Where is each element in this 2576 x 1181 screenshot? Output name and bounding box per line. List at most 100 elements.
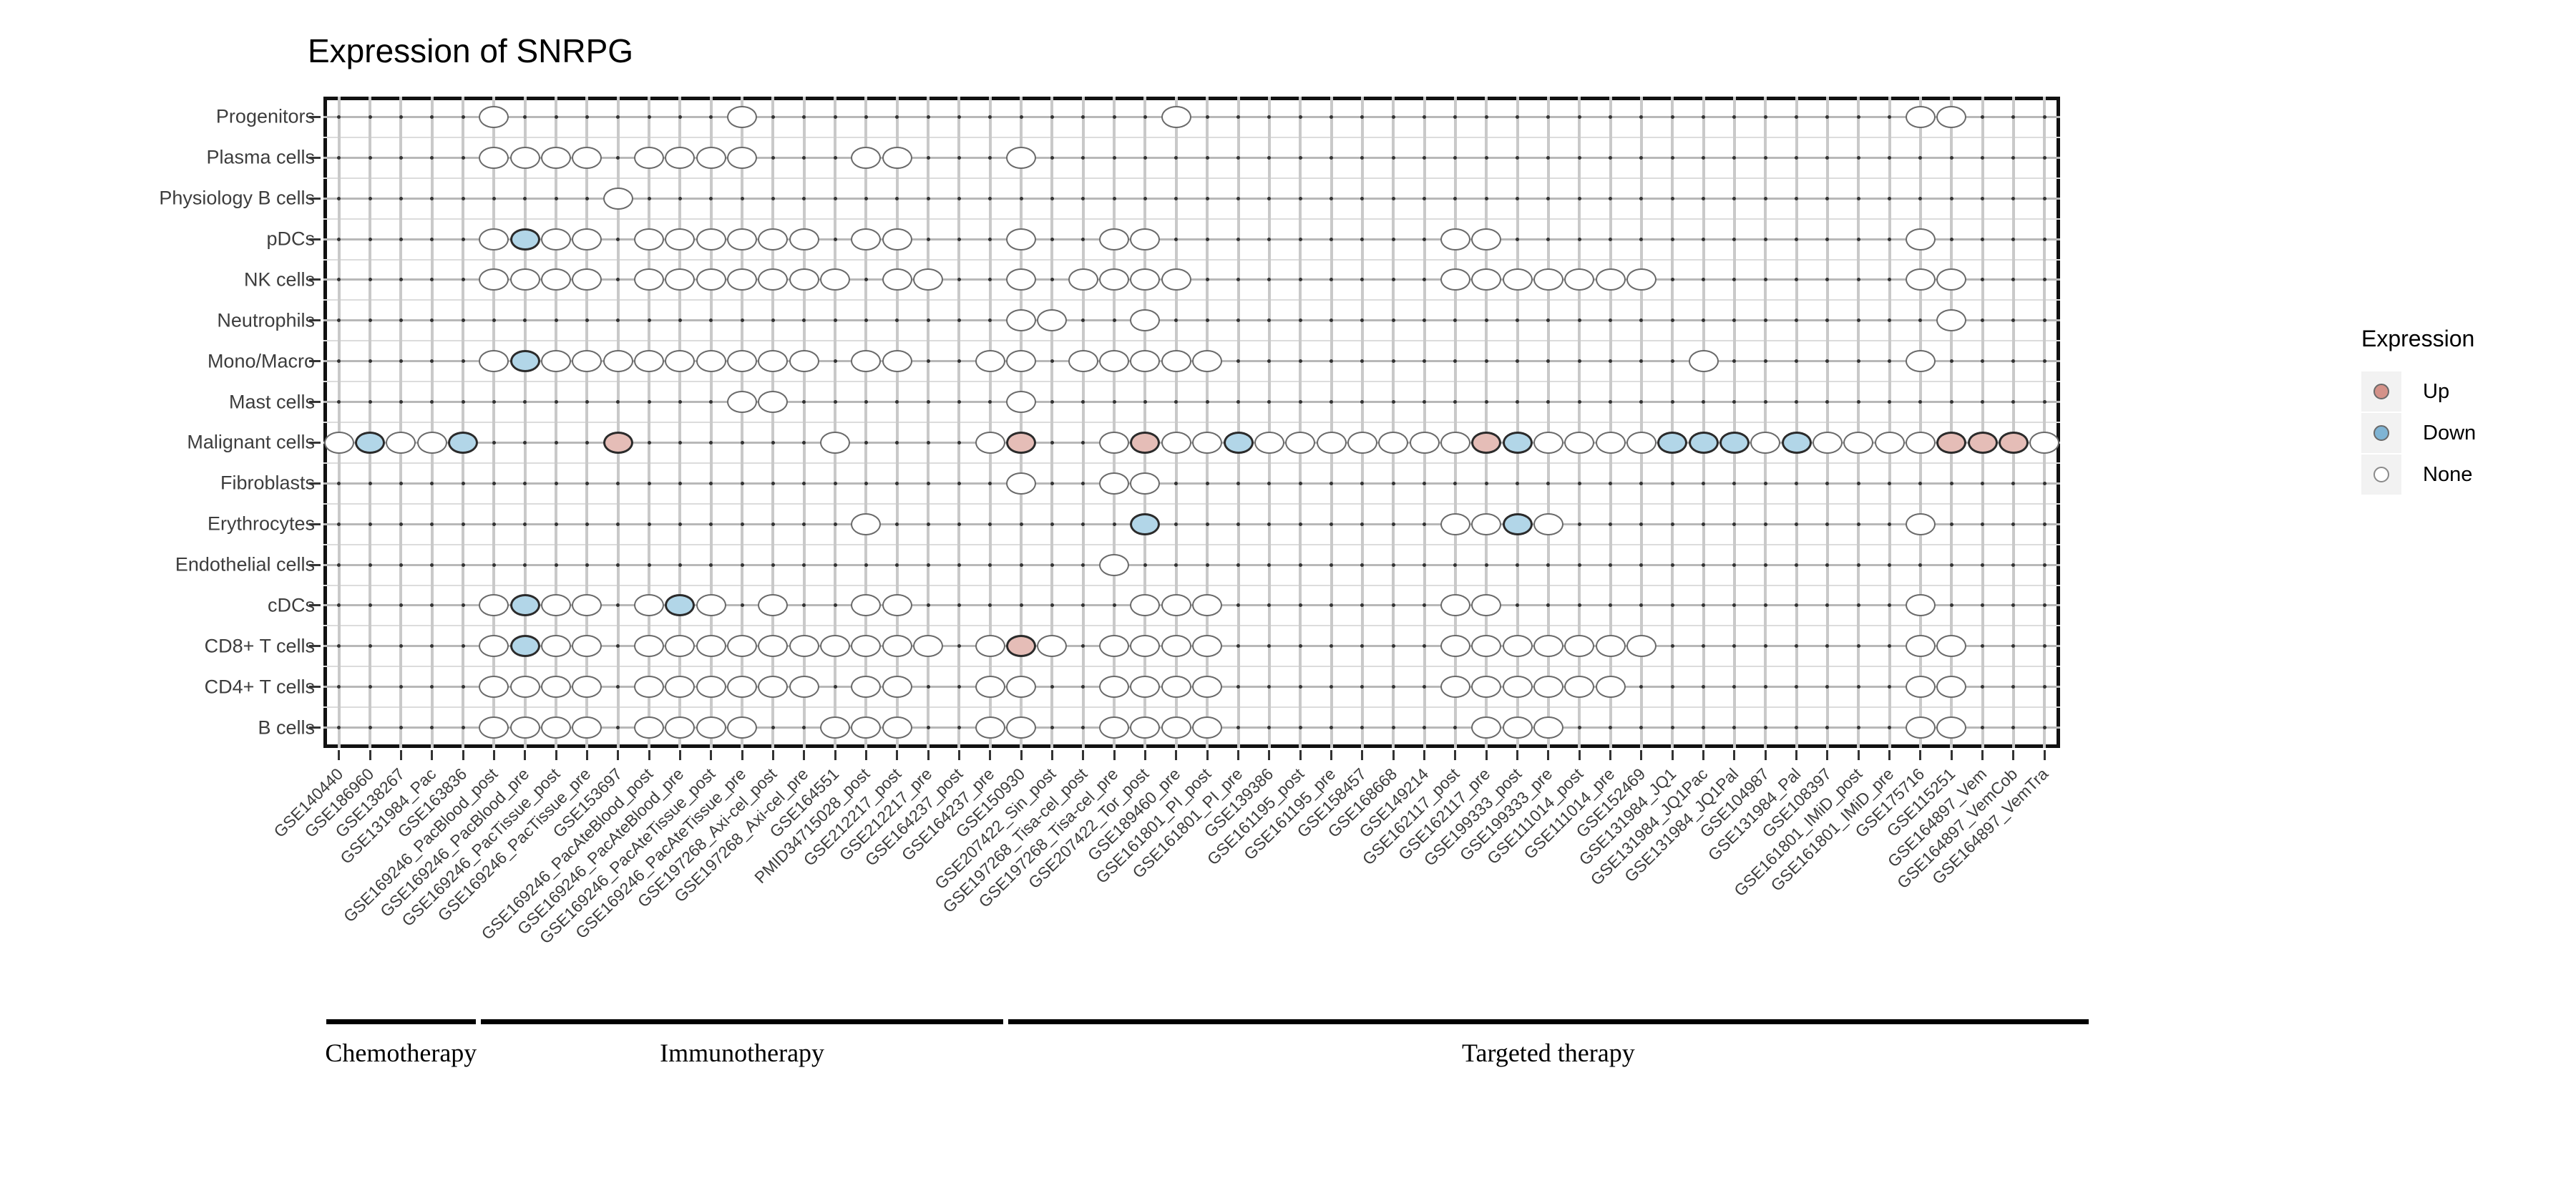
expression-dot[interactable] (758, 676, 789, 699)
expression-dot[interactable] (1130, 512, 1161, 535)
expression-dot[interactable] (448, 431, 479, 454)
expression-dot[interactable] (1130, 716, 1161, 739)
expression-dot[interactable] (1471, 268, 1502, 291)
expression-dot[interactable] (509, 268, 540, 291)
expression-dot[interactable] (1006, 268, 1037, 291)
expression-dot[interactable] (665, 146, 696, 169)
expression-dot[interactable] (1440, 228, 1470, 251)
expression-dot[interactable] (572, 350, 602, 373)
legend-item[interactable]: Down (2361, 412, 2476, 454)
expression-dot[interactable] (1440, 594, 1470, 617)
expression-dot[interactable] (727, 268, 758, 291)
expression-dot[interactable] (479, 228, 509, 251)
expression-dot[interactable] (1595, 431, 1626, 454)
expression-dot[interactable] (665, 350, 696, 373)
expression-dot[interactable] (789, 350, 819, 373)
expression-dot[interactable] (1440, 635, 1470, 658)
expression-dot[interactable] (634, 676, 665, 699)
expression-dot[interactable] (634, 350, 665, 373)
expression-dot[interactable] (1130, 309, 1161, 332)
expression-dot[interactable] (1099, 676, 1130, 699)
expression-dot[interactable] (1905, 512, 1936, 535)
expression-dot[interactable] (602, 350, 633, 373)
expression-dot[interactable] (758, 635, 789, 658)
expression-dot[interactable] (1006, 635, 1037, 658)
expression-dot[interactable] (1037, 309, 1068, 332)
expression-dot[interactable] (509, 228, 540, 251)
expression-dot[interactable] (1099, 350, 1130, 373)
expression-dot[interactable] (696, 350, 726, 373)
expression-dot[interactable] (1502, 676, 1533, 699)
expression-dot[interactable] (634, 594, 665, 617)
expression-dot[interactable] (541, 228, 572, 251)
expression-dot[interactable] (1006, 228, 1037, 251)
expression-dot[interactable] (1099, 553, 1130, 576)
expression-dot[interactable] (323, 431, 354, 454)
expression-dot[interactable] (1254, 431, 1284, 454)
expression-dot[interactable] (634, 716, 665, 739)
expression-dot[interactable] (913, 635, 944, 658)
expression-dot[interactable] (665, 716, 696, 739)
expression-dot[interactable] (882, 635, 912, 658)
expression-dot[interactable] (1409, 431, 1440, 454)
expression-dot[interactable] (1626, 635, 1657, 658)
expression-dot[interactable] (913, 268, 944, 291)
expression-dot[interactable] (727, 350, 758, 373)
expression-dot[interactable] (665, 635, 696, 658)
legend-item[interactable]: Up (2361, 371, 2476, 412)
expression-dot[interactable] (1905, 431, 1936, 454)
expression-dot[interactable] (1471, 716, 1502, 739)
expression-dot[interactable] (1564, 268, 1595, 291)
expression-dot[interactable] (1161, 716, 1191, 739)
expression-dot[interactable] (1905, 105, 1936, 128)
expression-dot[interactable] (1161, 268, 1191, 291)
expression-dot[interactable] (1533, 716, 1563, 739)
expression-dot[interactable] (882, 146, 912, 169)
expression-dot[interactable] (1471, 594, 1502, 617)
expression-dot[interactable] (509, 594, 540, 617)
expression-dot[interactable] (1564, 676, 1595, 699)
expression-dot[interactable] (509, 676, 540, 699)
expression-dot[interactable] (851, 146, 882, 169)
expression-dot[interactable] (1533, 512, 1563, 535)
expression-dot[interactable] (416, 431, 447, 454)
expression-dot[interactable] (1006, 676, 1037, 699)
expression-dot[interactable] (727, 105, 758, 128)
expression-dot[interactable] (851, 716, 882, 739)
expression-dot[interactable] (509, 146, 540, 169)
expression-dot[interactable] (634, 635, 665, 658)
expression-dot[interactable] (696, 676, 726, 699)
expression-dot[interactable] (1936, 431, 1967, 454)
expression-dot[interactable] (1006, 472, 1037, 495)
expression-dot[interactable] (696, 635, 726, 658)
expression-dot[interactable] (1936, 309, 1967, 332)
expression-dot[interactable] (1626, 268, 1657, 291)
expression-dot[interactable] (1068, 350, 1098, 373)
expression-dot[interactable] (1750, 431, 1781, 454)
expression-dot[interactable] (1285, 431, 1316, 454)
expression-dot[interactable] (975, 431, 1005, 454)
expression-dot[interactable] (1192, 431, 1223, 454)
expression-dot[interactable] (1812, 431, 1843, 454)
expression-dot[interactable] (1936, 105, 1967, 128)
expression-dot[interactable] (975, 676, 1005, 699)
expression-dot[interactable] (572, 228, 602, 251)
expression-dot[interactable] (1006, 309, 1037, 332)
expression-dot[interactable] (572, 635, 602, 658)
expression-dot[interactable] (1905, 228, 1936, 251)
expression-dot[interactable] (758, 228, 789, 251)
expression-dot[interactable] (479, 594, 509, 617)
expression-dot[interactable] (882, 268, 912, 291)
expression-dot[interactable] (882, 350, 912, 373)
expression-dot[interactable] (479, 716, 509, 739)
expression-dot[interactable] (1502, 512, 1533, 535)
expression-dot[interactable] (634, 146, 665, 169)
expression-dot[interactable] (1533, 635, 1563, 658)
expression-dot[interactable] (696, 146, 726, 169)
expression-dot[interactable] (1719, 431, 1750, 454)
expression-dot[interactable] (1006, 146, 1037, 169)
expression-dot[interactable] (1595, 635, 1626, 658)
expression-dot[interactable] (1905, 676, 1936, 699)
expression-dot[interactable] (882, 594, 912, 617)
expression-dot[interactable] (572, 268, 602, 291)
